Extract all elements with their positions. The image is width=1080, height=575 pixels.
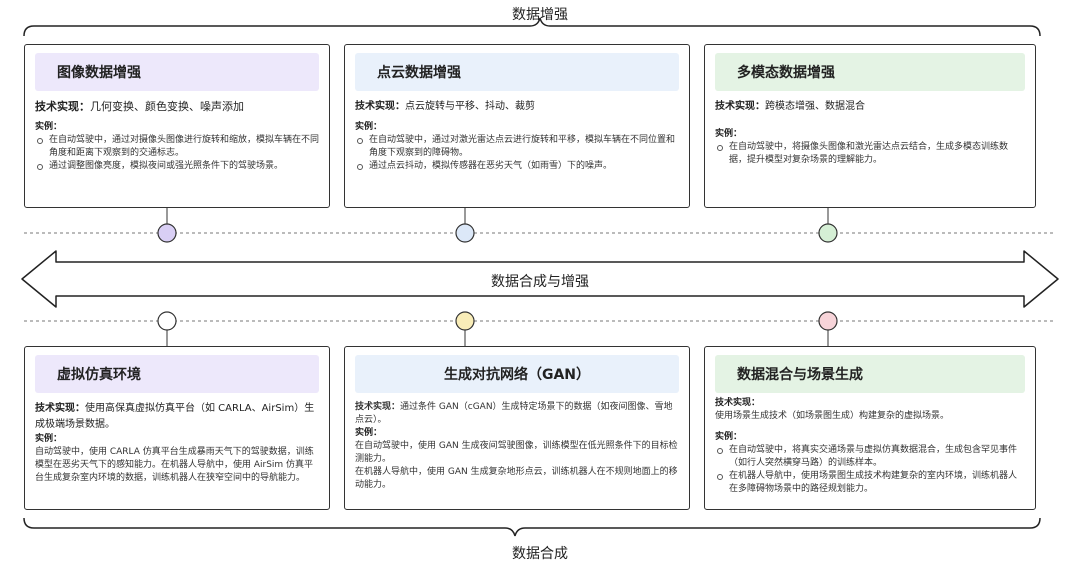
example-list: 在自动驾驶中，将摄像头图像和激光雷达点云结合，生成多模态训练数据，提升模型对复杂… xyxy=(715,141,1025,167)
double-arrow xyxy=(21,250,1059,308)
card-pointcloud-augmentation: 点云数据增强 技术实现：点云旋转与平移、抖动、裁剪 实例： 在自动驾驶中，通过对… xyxy=(344,44,690,208)
top-brace-label: 数据增强 xyxy=(512,7,568,23)
list-item: 通过调整图像亮度，模拟夜间或强光照条件下的驾驶场景。 xyxy=(35,160,319,173)
list-item: 在自动驾驶中，通过对摄像头图像进行旋转和缩放，模拟车辆在不同角度和距离下观察到的… xyxy=(35,134,319,160)
top-brace xyxy=(23,17,1041,37)
bottom-brace-label: 数据合成 xyxy=(512,546,568,562)
example-label: 实例： xyxy=(35,434,63,444)
node-bottom-1 xyxy=(157,311,177,331)
tech-row: 技术实现：几何变换、颜色变换、噪声添加 xyxy=(35,100,244,113)
example-text: 在机器人导航中，使用 GAN 生成复杂地形点云，训练机器人在不规则地面上的移动能… xyxy=(355,467,678,490)
tech-label: 技术实现： xyxy=(715,398,761,408)
card-virtual-simulation: 虚拟仿真环境 技术实现：使用高保真虚拟仿真平台（如 CARLA、AirSim）生… xyxy=(24,346,330,510)
node-top-2 xyxy=(455,223,475,243)
tech-row: 技术实现：跨模态增强、数据混合 xyxy=(715,101,865,112)
node-bottom-3 xyxy=(818,311,838,331)
list-item: 在自动驾驶中，将摄像头图像和激光雷达点云结合，生成多模态训练数据，提升模型对复杂… xyxy=(715,141,1025,167)
example-text: 在自动驾驶中，使用 GAN 生成夜间驾驶图像，训练模型在低光照条件下的目标检测能… xyxy=(355,441,678,464)
card-title: 点云数据增强 xyxy=(355,53,679,91)
example-list: 在自动驾驶中，通过对激光雷达点云进行旋转和平移，模拟车辆在不同位置和角度下观察到… xyxy=(355,134,679,173)
example-label: 实例： xyxy=(355,122,383,132)
tech-row: 技术实现：点云旋转与平移、抖动、裁剪 xyxy=(355,101,535,112)
card-title: 图像数据增强 xyxy=(35,53,319,91)
example-label: 实例： xyxy=(355,428,383,438)
list-item: 在机器人导航中，使用场景图生成技术构建复杂的室内环境，训练机器人在多障碍物场景中… xyxy=(715,470,1025,496)
card-title: 虚拟仿真环境 xyxy=(35,355,319,393)
tech-text: 使用场景生成技术（如场景图生成）构建复杂的虚拟场景。 xyxy=(715,411,950,421)
example-list: 在自动驾驶中，将真实交通场景与虚拟仿真数据混合，生成包含罕见事件（如行人突然横穿… xyxy=(715,444,1025,496)
list-item: 在自动驾驶中，将真实交通场景与虚拟仿真数据混合，生成包含罕见事件（如行人突然横穿… xyxy=(715,444,1025,470)
bottom-brace xyxy=(23,517,1041,537)
list-item: 在自动驾驶中，通过对激光雷达点云进行旋转和平移，模拟车辆在不同位置和角度下观察到… xyxy=(355,134,679,160)
list-item: 通过点云抖动，模拟传感器在恶劣天气（如雨雪）下的噪声。 xyxy=(355,160,679,173)
node-top-3 xyxy=(818,223,838,243)
example-text: 自动驾驶中，使用 CARLA 仿真平台生成暴雨天气下的驾驶数据，训练模型在恶劣天… xyxy=(35,447,314,483)
example-label: 实例： xyxy=(715,432,743,442)
tech-row: 技术实现：使用高保真虚拟仿真平台（如 CARLA、AirSim）生成极端场景数据… xyxy=(35,403,315,430)
example-label: 实例： xyxy=(715,129,743,139)
card-title: 数据混合与场景生成 xyxy=(715,355,1025,393)
example-label: 实例： xyxy=(35,122,63,132)
card-image-augmentation: 图像数据增强 技术实现：几何变换、颜色变换、噪声添加 实例： 在自动驾驶中，通过… xyxy=(24,44,330,208)
node-top-1 xyxy=(157,223,177,243)
arrow-label: 数据合成与增强 xyxy=(491,274,589,290)
card-multimodal-augmentation: 多模态数据增强 技术实现：跨模态增强、数据混合 实例： 在自动驾驶中，将摄像头图… xyxy=(704,44,1036,208)
tech-row: 技术实现：通过条件 GAN（cGAN）生成特定场景下的数据（如夜间图像、雪地点云… xyxy=(355,402,673,425)
example-list: 在自动驾驶中，通过对摄像头图像进行旋转和缩放，模拟车辆在不同角度和距离下观察到的… xyxy=(35,134,319,173)
card-scene-generation: 数据混合与场景生成 技术实现： 使用场景生成技术（如场景图生成）构建复杂的虚拟场… xyxy=(704,346,1036,510)
card-gan: 生成对抗网络（GAN） 技术实现：通过条件 GAN（cGAN）生成特定场景下的数… xyxy=(344,346,690,510)
card-title: 生成对抗网络（GAN） xyxy=(355,355,679,393)
card-title: 多模态数据增强 xyxy=(715,53,1025,91)
node-bottom-2 xyxy=(455,311,475,331)
